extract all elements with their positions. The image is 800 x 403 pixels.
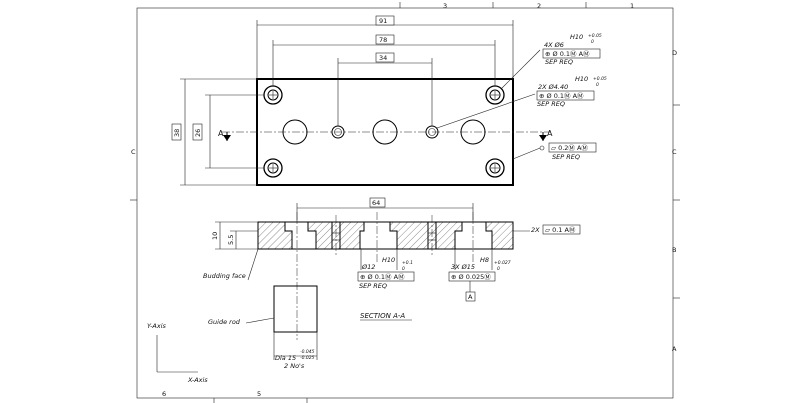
zone-letter-b: B [672,246,676,254]
bore15-fit: H8 [480,256,489,264]
budding-face-label: Budding face [203,272,246,280]
guide-rod-label: Guide rod [208,318,241,326]
dim-78: 78 [379,36,387,44]
zone-number-1: 1 [630,2,634,10]
guide-rod: Budding face Guide rod Dia 15 -0.045 -0.… [203,248,318,370]
zone-letter-c-right: C [672,148,677,156]
pin-holes-tol-lower: 0 [596,82,599,88]
callout-flatness-section: 2X ⏥ 0.1 AⓂ [513,224,581,235]
bore-left [282,119,308,145]
pin-holes-sep: SEP REQ [537,100,565,108]
bore-right [460,119,486,145]
corner-hole-top-right [485,85,505,105]
callout-bore-12: Ø12 H10 +0.1 0 ⊕ Ø 0.1Ⓜ AⓂ SEP REQ [357,249,415,290]
section-marker-right: A [547,129,553,138]
rod-tol-lower: -0.025 [300,355,315,361]
callout-pin-holes: 2X Ø4.40 H10 +0.05 0 ⊕ Ø 0.1Ⓜ AⓂ SEP REQ [436,75,607,129]
top-view: A A [171,15,553,186]
zone-number-5: 5 [257,390,261,398]
dim-10: 10 [211,232,219,240]
callout-flatness-top: ⏥ 0.2Ⓜ AⓂ SEP REQ [512,142,597,161]
rod-qty: 2 No's [284,362,305,370]
dim-38: 38 [173,129,181,137]
corner-hole-bottom-right [485,158,505,178]
dim-34: 34 [379,54,387,62]
pin-holes-tol-upper: +0.05 [593,76,607,82]
bore15-tol-upper: +0.027 [494,260,511,266]
corner-holes-fit: H10 [570,33,583,41]
x-axis-label: X-Axis [187,376,208,384]
zone-letter-a: A [672,345,677,353]
pin-holes-qty: 2X Ø4.40 [538,83,568,91]
pin-holes-fcf: ⊕ Ø 0.1Ⓜ AⓂ [539,92,584,100]
rod-tol-upper: -0.045 [300,349,315,355]
bore12-dia: Ø12 [361,263,375,271]
bore15-qty: 3X Ø15 [451,263,475,271]
corner-holes-sep: SEP REQ [545,58,573,66]
flat-sep: SEP REQ [552,153,580,161]
section-outline [257,221,514,250]
zone-number-3: 3 [443,2,447,10]
callout-bore-15: 3X Ø15 H8 +0.027 0 ⊕ Ø 0.025Ⓜ A [448,249,511,302]
zone-number-2: 2 [537,2,541,10]
flatness-qty: 2X [531,226,540,234]
bore15-tol-lower: 0 [497,266,500,272]
dim-64: 64 [372,199,380,207]
bore12-tol-upper: +0.1 [402,260,413,266]
axis-indicator: Y-Axis X-Axis [147,322,208,384]
datum-a: A [468,293,473,301]
y-axis-label: Y-Axis [147,322,167,330]
corner-holes-fcf: ⊕ Ø 0.1Ⓜ AⓂ [545,50,590,58]
dim-5-5: 5.5 [227,235,235,245]
corner-holes-tol-lower: 0 [591,39,594,45]
rod-dia: Dia 15 [275,354,296,362]
pin-holes-fit: H10 [575,75,588,83]
dim-26: 26 [194,129,202,137]
dim-91: 91 [379,17,387,25]
bore-middle [372,119,398,145]
drawing-frame [130,2,680,403]
flatness-fcf: ⏥ 0.1 AⓂ [545,226,576,234]
zone-letter-d: D [672,49,677,57]
corner-holes-qty: 4X Ø6 [544,41,564,49]
zone-labels: 3 2 1 6 5 D C C B A [131,2,677,398]
corner-holes-tol-upper: +0.05 [588,33,602,39]
bore15-fcf: ⊕ Ø 0.025Ⓜ [451,273,491,281]
section-marker-left: A [218,129,224,138]
zone-number-6: 6 [162,390,166,398]
section-view: 64 10 5.5 [211,197,514,340]
zone-letter-c-left: C [131,148,136,156]
bore12-sep: SEP REQ [359,282,387,290]
section-title: SECTION A-A [360,312,405,320]
callout-corner-holes: 4X Ø6 H10 +0.05 0 ⊕ Ø 0.1Ⓜ AⓂ SEP REQ [501,33,602,89]
bore12-tol-lower: 0 [402,266,405,272]
bore12-fit: H10 [382,256,395,264]
bore12-fcf: ⊕ Ø 0.1Ⓜ AⓂ [360,273,405,281]
flat-fcf: ⏥ 0.2Ⓜ AⓂ [551,144,588,152]
